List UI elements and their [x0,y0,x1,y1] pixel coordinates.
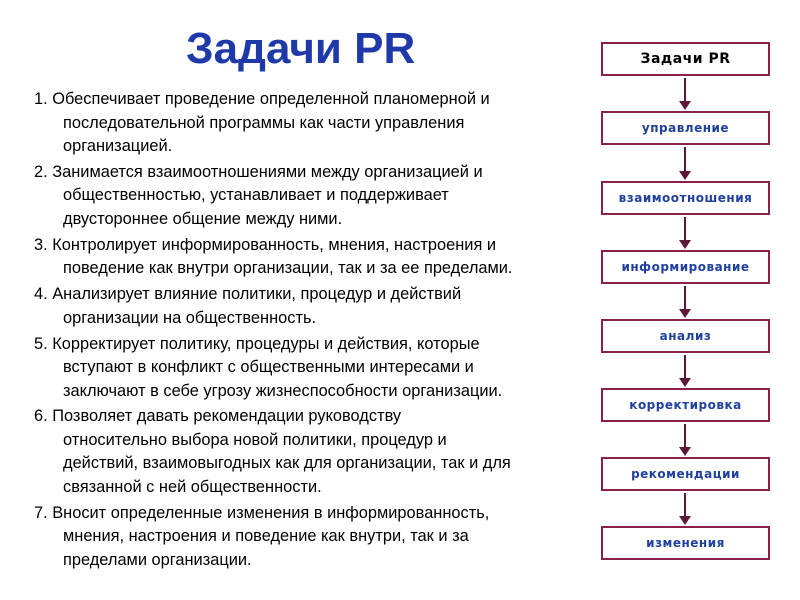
flow-step-box: информирование [601,250,770,284]
page-title: Задачи PR [186,24,416,73]
flow-arrow [679,355,691,387]
task-item: 3. Контролирует информированность, мнени… [34,235,513,278]
task-item: 1. Обеспечивает проведение определенной … [34,90,490,155]
flow-arrow [679,78,691,110]
task-item: 4. Анализирует влияние политики, процеду… [34,285,462,327]
task-item: 6. Позволяет давать рекомендации руковод… [34,407,511,496]
task-item: 5. Корректирует политику, процедуры и де… [34,334,503,400]
task-list: 1. Обеспечивает проведение определенной … [34,88,594,575]
flow-arrow [679,147,691,180]
flow-arrow [679,217,691,249]
flow-step-box: корректировка [601,388,770,422]
flow-step-box: анализ [601,319,770,353]
task-item: 2. Занимается взаимоотношениями между ор… [34,162,483,228]
flow-step-box: управление [601,111,770,145]
task-item: 7. Вносит определенные изменения в инфор… [34,503,490,569]
flow-step-box: взаимоотношения [601,181,770,215]
flow-arrow [679,286,691,318]
flow-step-box: изменения [601,526,770,560]
flow-step-box: рекомендации [601,457,770,491]
flow-arrow [679,424,691,456]
flow-arrow [679,493,691,525]
flow-header-box: Задачи PR [601,42,770,76]
